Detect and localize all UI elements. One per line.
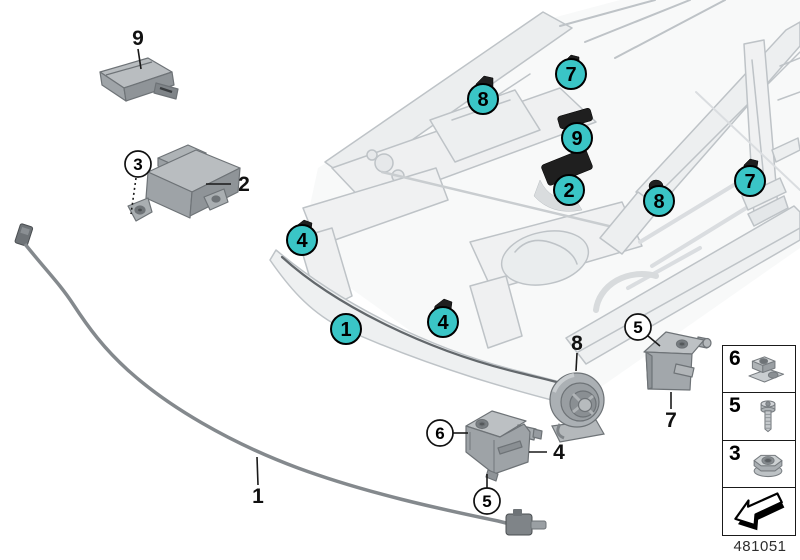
callout-6[interactable]: 6 (426, 419, 454, 447)
part-9-control-module (99, 57, 179, 102)
diagram-number: 481051 (733, 538, 787, 555)
callout-3[interactable]: 3 (124, 150, 152, 178)
cable-start-connector (14, 223, 34, 247)
part-label-1[interactable]: 1 (252, 485, 264, 508)
svg-text:2: 2 (563, 180, 574, 202)
svg-text:8: 8 (477, 89, 488, 111)
legend-row-flange-nut[interactable]: 3 (723, 441, 795, 489)
svg-text:4: 4 (296, 230, 308, 252)
callout-9[interactable]: 9 (561, 122, 593, 154)
svg-text:1: 1 (340, 319, 351, 341)
part-2-airbag-control-unit (127, 144, 241, 222)
cable-end-connector (505, 513, 533, 536)
callout-4-left[interactable]: 4 (286, 224, 318, 256)
part-label-2[interactable]: 2 (238, 173, 250, 196)
legend-row-screw[interactable]: 5 (723, 393, 795, 441)
outline-callouts: 3 5 5 6 (124, 150, 652, 515)
callout-7-top[interactable]: 7 (555, 58, 587, 90)
screw-icon (760, 400, 776, 433)
legend-part-number: 3 (729, 441, 741, 465)
callout-5-sensor[interactable]: 5 (473, 487, 501, 515)
svg-text:6: 6 (435, 424, 444, 443)
svg-text:3: 3 (133, 155, 142, 174)
part-1-sensor-cable (14, 223, 547, 536)
fasteners-legend: 6 5 3 (722, 345, 796, 536)
callout-8-left[interactable]: 8 (467, 83, 499, 115)
legend-row-cage-nut[interactable]: 6 (723, 346, 795, 394)
leader-lines (130, 48, 672, 488)
flange-nut-icon (753, 454, 783, 477)
part-7-bracket (643, 331, 712, 391)
svg-text:5: 5 (633, 318, 642, 337)
svg-text:9: 9 (571, 128, 582, 150)
direction-arrow-icon (734, 492, 785, 531)
callout-7-right[interactable]: 7 (734, 165, 766, 197)
legend-part-number: 6 (729, 347, 741, 370)
part-label-7[interactable]: 7 (665, 409, 677, 432)
svg-text:8: 8 (653, 191, 664, 213)
part-label-8[interactable]: 8 (571, 332, 583, 355)
callout-4-right[interactable]: 4 (427, 306, 459, 338)
callout-2[interactable]: 2 (553, 174, 585, 206)
callout-8-right[interactable]: 8 (643, 185, 675, 217)
svg-text:5: 5 (482, 492, 491, 511)
part-label-9[interactable]: 9 (132, 27, 144, 50)
svg-text:7: 7 (744, 171, 755, 193)
svg-text:4: 4 (437, 312, 449, 334)
legend-row-direction-arrow (723, 488, 795, 534)
callout-5-bracket[interactable]: 5 (624, 313, 652, 341)
part-8-round-retainer (549, 372, 605, 443)
car-body-artwork (269, 0, 800, 411)
callout-1[interactable]: 1 (330, 313, 362, 345)
cage-nut-icon (748, 356, 785, 383)
svg-text:7: 7 (565, 64, 576, 86)
cable-wire (23, 242, 507, 525)
part-label-4[interactable]: 4 (553, 441, 565, 464)
legend-part-number: 5 (729, 394, 741, 418)
teal-callouts: 1 2 4 4 7 7 8 8 (286, 58, 766, 345)
part-4-impact-sensor (465, 410, 543, 482)
